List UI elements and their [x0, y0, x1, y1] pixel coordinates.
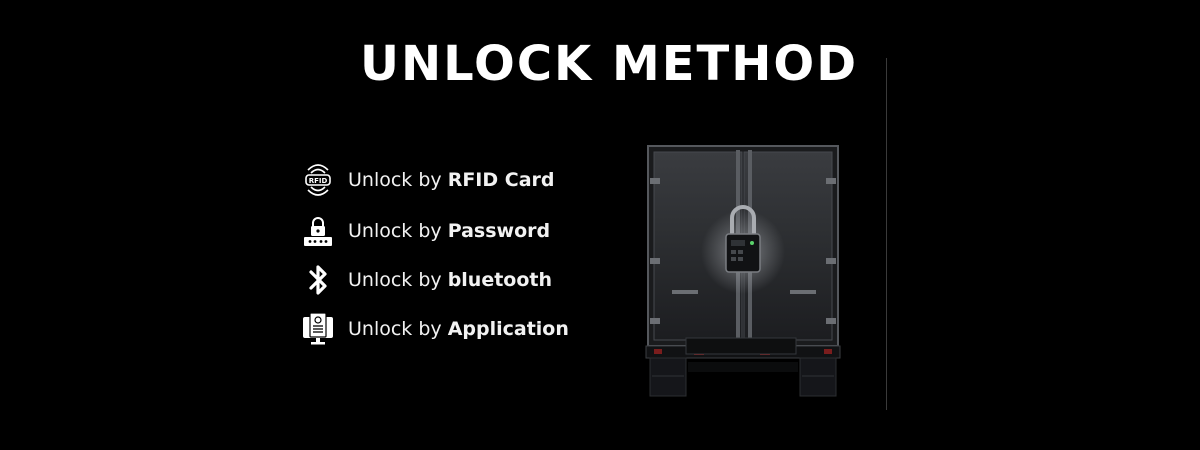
method-label: Unlock by RFID Card: [348, 169, 555, 191]
method-label: Unlock by Application: [348, 318, 569, 340]
method-password: Unlock by Password: [302, 211, 550, 251]
bluetooth-icon: [302, 262, 334, 298]
method-bluetooth: Unlock by bluetooth: [302, 260, 552, 300]
method-label: Unlock by Password: [348, 220, 551, 242]
vertical-divider: [886, 58, 887, 410]
truck-container-image: [640, 140, 846, 398]
rfid-icon: RFID: [302, 162, 334, 198]
svg-text:RFID: RFID: [309, 177, 328, 185]
method-label: Unlock by bluetooth: [348, 269, 553, 291]
method-application: Unlock by Application: [302, 309, 569, 349]
password-icon: [302, 213, 334, 249]
application-icon: [302, 311, 334, 347]
method-rfid-card: RFID Unlock by RFID Card: [302, 160, 555, 200]
page-title: UNLOCK METHOD: [360, 36, 859, 92]
